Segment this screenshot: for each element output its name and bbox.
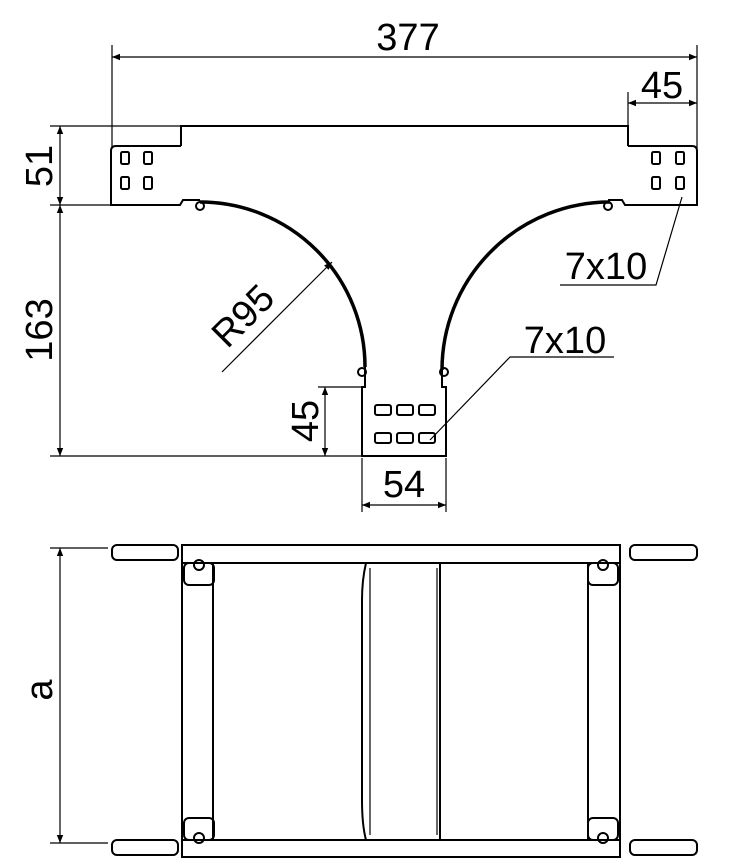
top-view: 377 45 51 163 45 54 — [19, 17, 698, 512]
dim-label-51: 51 — [19, 145, 61, 187]
dimension-a: a — [19, 547, 108, 844]
dimension-flange-width: 45 — [627, 65, 697, 126]
ladder-outline — [111, 544, 698, 858]
dim-label-r95: R95 — [204, 277, 283, 356]
dimension-outlet-flange-height: 45 — [285, 386, 362, 456]
hole-callout-side: 7x10 — [560, 196, 683, 288]
dimension-radius: R95 — [204, 261, 333, 373]
dim-label-163: 163 — [19, 298, 61, 361]
dimension-height: 163 — [19, 205, 362, 457]
hole-callout-outlet: 7x10 — [429, 320, 614, 441]
dim-label-377: 377 — [376, 17, 439, 59]
dimension-overall-width: 377 — [111, 17, 698, 205]
dim-label-45-outlet: 45 — [285, 400, 327, 442]
hole-label-outlet: 7x10 — [524, 320, 606, 362]
dim-label-a: a — [19, 679, 61, 701]
dim-label-54: 54 — [383, 464, 425, 506]
dimension-outlet-width: 54 — [361, 458, 447, 512]
tee-piece-outline — [110, 125, 698, 457]
dim-label-45-flange: 45 — [641, 65, 683, 107]
flange-holes — [120, 151, 685, 444]
dimension-flange-height: 51 — [19, 125, 181, 206]
hole-label-side: 7x10 — [565, 246, 647, 288]
bottom-view: a — [19, 544, 698, 858]
